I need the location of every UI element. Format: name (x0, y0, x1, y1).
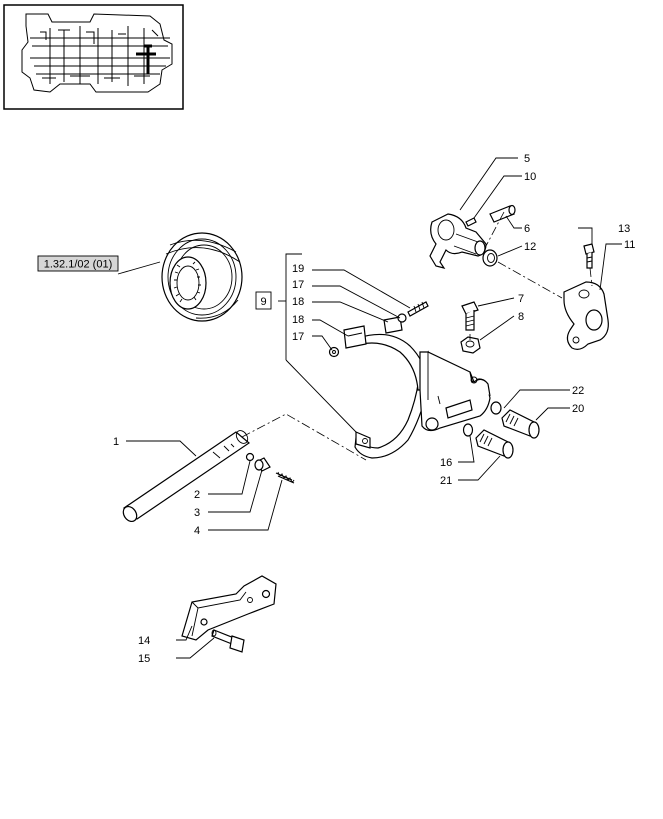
o-ring-16 (462, 423, 474, 437)
shift-rod (122, 430, 250, 523)
pad-screw (407, 301, 429, 317)
callout-7: 7 (518, 293, 524, 305)
fitting-20 (501, 409, 540, 439)
callout-14: 14 (138, 635, 150, 647)
assembly-lines (241, 211, 593, 461)
callout-12: 12 (524, 241, 536, 253)
reference-box[interactable]: 1.32.1/02 (01) (37, 255, 119, 272)
callout-18-lower: 18 (292, 314, 304, 326)
location-thumbnail (3, 4, 184, 110)
fork-screw (461, 301, 479, 331)
callout-6: 6 (524, 223, 530, 235)
callout-8: 8 (518, 311, 524, 323)
fork-pad (343, 325, 367, 349)
callout-5: 5 (524, 153, 530, 165)
callout-1: 1 (113, 436, 119, 448)
callout-3: 3 (194, 507, 200, 519)
callout-19: 19 (292, 263, 304, 275)
callout-15: 15 (138, 653, 150, 665)
callout-11: 11 (624, 239, 635, 251)
callout-4: 4 (194, 525, 200, 537)
mounting-bracket (181, 575, 277, 641)
fork-nut (460, 336, 481, 354)
pad-washer-upper (397, 313, 407, 323)
lever-screw (583, 243, 595, 269)
callout-16: 16 (440, 457, 452, 469)
group-label: 9 (260, 296, 266, 308)
selector-shaft (429, 213, 487, 269)
callout-2: 2 (194, 489, 200, 501)
detent-plug (254, 457, 271, 472)
detent-spring (275, 471, 295, 484)
bracket-bolt (211, 629, 245, 653)
detent-ball (245, 452, 255, 462)
callout-22: 22 (572, 385, 584, 397)
leader-lines (117, 157, 622, 659)
reference-label: 1.32.1/02 (01) (44, 259, 113, 271)
dowel-pin (489, 204, 516, 223)
shift-fork (354, 333, 491, 459)
callout-21: 21 (440, 475, 452, 487)
callouts: 1 2 3 4 5 10 6 12 7 8 13 11 22 20 16 21 … (113, 153, 635, 665)
callout-17-lower: 17 (292, 331, 304, 343)
callout-20: 20 (572, 403, 584, 415)
callout-18-upper: 18 (292, 296, 304, 308)
fitting-21 (475, 429, 514, 459)
callout-17-upper: 17 (292, 279, 304, 291)
roll-pin (465, 217, 477, 227)
fork-pad-upper (383, 316, 403, 334)
group-box-9: 9 (255, 291, 272, 310)
callout-10: 10 (524, 171, 536, 183)
o-ring-22 (490, 401, 502, 415)
callout-13: 13 (618, 223, 630, 235)
synchronizer-hub (161, 232, 243, 322)
shaft-seal (482, 249, 498, 267)
selector-lever (563, 281, 609, 350)
